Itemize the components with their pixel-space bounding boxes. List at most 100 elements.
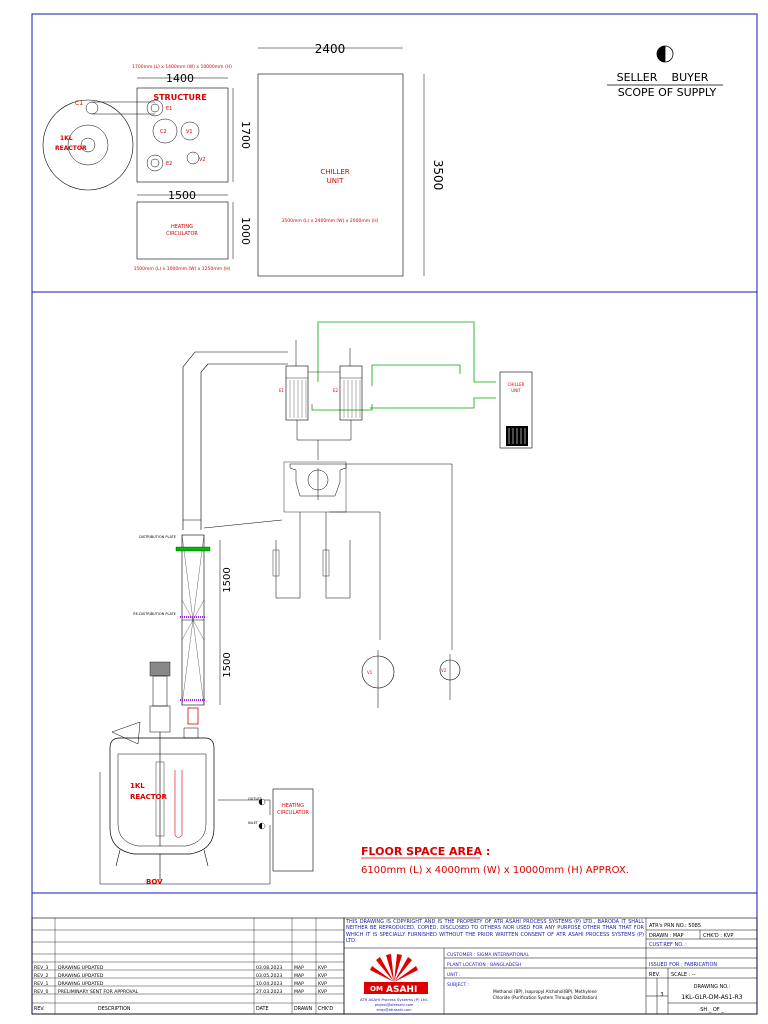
company-logo: OM ASAHI bbox=[364, 954, 428, 995]
revision-cell: MAP bbox=[294, 965, 304, 971]
outlet-label: OUTLET bbox=[248, 797, 263, 801]
receivers: V1 V2 bbox=[361, 650, 461, 708]
rev-field: REV. bbox=[649, 972, 660, 978]
legend-scope: SCOPE OF SUPPLY bbox=[618, 86, 717, 99]
reflux-divider bbox=[272, 461, 453, 650]
v1-plan-label: V1 bbox=[186, 129, 193, 135]
chkd-field: CHK'D : KVP bbox=[703, 933, 733, 939]
revision-cell: REV_0 bbox=[34, 989, 49, 995]
revision-cell: KVP bbox=[318, 965, 327, 971]
structure-label: STRUCTURE bbox=[153, 93, 206, 102]
revision-cell: KVP bbox=[318, 973, 327, 979]
chiller-plan-label-1: CHILLER bbox=[320, 168, 349, 176]
revision-cell: DRAWING UPDATED bbox=[58, 973, 104, 979]
heating-dims-text: 1500mm (L) x 1000mm (W) x 1250mm (H) bbox=[134, 266, 231, 272]
reactor-label-1: 1KL bbox=[130, 782, 145, 790]
subject-line-2: Chloride (Purification System Through Di… bbox=[493, 995, 598, 1000]
legend-buyer: BUYER bbox=[672, 71, 709, 84]
floor-space-dims: 6100mm (L) x 4000mm (W) x 10000mm (H) AP… bbox=[361, 865, 629, 876]
seller-half-icon bbox=[657, 46, 665, 62]
reactor-plan-label-2: REACTOR bbox=[55, 145, 87, 152]
revision-cell: DRAWING UPDATED bbox=[58, 965, 104, 971]
revision-header: DESCRIPTION bbox=[98, 1006, 131, 1012]
revision-cell: MAP bbox=[294, 981, 304, 987]
heating-circulator-plan: 1500 HEATING CIRCULATOR 1000 1500mm (L) … bbox=[134, 189, 252, 272]
vapor-column: DISTRIBUTION PLATE RE-DISTRIBUTION PLATE… bbox=[133, 351, 288, 725]
heating-unit-label-1: HEATING bbox=[282, 803, 304, 809]
e2-label: E2 bbox=[333, 388, 339, 393]
chiller-unit-plan: 2400 CHILLER UNIT 3500mm (L) x 2400mm (W… bbox=[257, 42, 445, 277]
structure-layout: 1700mm (L) x 1400mm (W) x 10000mm (H) 14… bbox=[42, 64, 252, 191]
logo-name: ASAHI bbox=[386, 985, 417, 995]
copyright-notice: THIS DRAWING IS COPYRIGHT AND IS THE PRO… bbox=[346, 919, 644, 945]
chiller-dims-text: 3500mm (L) x 2400mm (W) x 2000mm (H) bbox=[282, 218, 379, 224]
chiller-height-dim: 3500 bbox=[431, 160, 445, 191]
chiller-label-1: CHILLER bbox=[508, 382, 525, 387]
subject-line-1: Methanol (BP), Isopropyl Alchohol(BP), M… bbox=[493, 989, 597, 994]
sheet-border bbox=[31, 13, 758, 1015]
structure-dims-text: 1700mm (L) x 1400mm (W) x 10000mm (H) bbox=[132, 64, 232, 70]
e1-plan-label: E1 bbox=[166, 106, 172, 112]
inlet-label: INLET bbox=[248, 821, 259, 825]
column-dim-lower: 1500 bbox=[222, 652, 233, 677]
structure-width-dim: 1400 bbox=[166, 72, 194, 85]
legend-seller: SELLER bbox=[617, 71, 658, 84]
chiller-width-dim: 2400 bbox=[315, 42, 346, 56]
condensers: E1 E2 bbox=[279, 321, 496, 460]
chiller-label-2: UNIT bbox=[511, 388, 521, 393]
v1-label: V1 bbox=[367, 670, 373, 675]
revision-cell: DRAWING UPDATED bbox=[58, 981, 104, 987]
heating-circulator-unit: HEATING CIRCULATOR OUTLET INLET bbox=[248, 788, 314, 872]
revision-header: DRAWN bbox=[294, 1006, 313, 1012]
revision-cell: KVP bbox=[318, 989, 327, 995]
prn-field: ATR's PRN NO.: 5085 bbox=[649, 923, 701, 929]
heating-width-dim: 1500 bbox=[168, 189, 196, 202]
revision-cell: MAP bbox=[294, 973, 304, 979]
structure-height-dim: 1700 bbox=[239, 121, 252, 149]
column-dim-upper: 1500 bbox=[222, 567, 233, 592]
scope-legend: SELLER BUYER SCOPE OF SUPPLY bbox=[607, 45, 723, 99]
reactor-plan-circle bbox=[42, 99, 134, 191]
floor-space: FLOOR SPACE AREA : 6100mm (L) x 4000mm (… bbox=[361, 845, 629, 876]
revision-cell: PRELIMINARY SENT FOR APPROVAL bbox=[58, 989, 139, 995]
company-email: project@atrasahi.com bbox=[375, 1003, 414, 1007]
revision-header: REV. bbox=[34, 1006, 45, 1012]
drawing-no: 1KL-GLR-DM-AS1-R3 bbox=[681, 994, 742, 1001]
heating-plan-label-2: CIRCULATOR bbox=[166, 231, 198, 237]
bov-label: BOV bbox=[146, 878, 163, 886]
drawing-no-label: DRAWING NO.: bbox=[694, 984, 731, 990]
chiller-plan-label-2: UNIT bbox=[327, 177, 344, 185]
reactor-vessel: 1KL REACTOR BOV bbox=[99, 661, 271, 886]
sheet-field: SH _ OF _ bbox=[700, 1007, 724, 1013]
heating-plan-label-1: HEATING bbox=[171, 224, 193, 230]
plant-location-field: PLANT LOCATION : BANGLADESH bbox=[447, 962, 521, 968]
heating-height-dim: 1000 bbox=[239, 217, 252, 245]
floor-space-title: FLOOR SPACE AREA : bbox=[361, 845, 490, 858]
c2-plan-label: C2 bbox=[160, 129, 167, 135]
structure-outline bbox=[136, 87, 229, 183]
subject-field: SUBJECT : bbox=[447, 982, 469, 988]
revision-cell: 03.08.2023 bbox=[256, 965, 282, 971]
issued-for-field: ISSUED FOR : FABRICATION bbox=[649, 962, 717, 968]
heating-unit-label-2: CIRCULATOR bbox=[277, 810, 309, 816]
drawn-field: DRAWN : MAP bbox=[649, 933, 684, 939]
revision-cell: MAP bbox=[294, 989, 304, 995]
company-name: ATR ASAHI Process Systems (P) Ltd. bbox=[360, 997, 428, 1002]
logo-prefix: OM bbox=[370, 985, 383, 993]
revision-cell: REV_2 bbox=[34, 973, 49, 979]
v2-label: V2 bbox=[441, 668, 447, 673]
customer-field: CUSTOMER : SIGMA INTERNATIONAL bbox=[447, 952, 529, 958]
reactor-label-2: REACTOR bbox=[130, 793, 167, 801]
revision-header: DATE bbox=[256, 1006, 268, 1012]
unit-field: UNIT : bbox=[447, 972, 461, 978]
revision-cell: 27.03.2023 bbox=[256, 989, 282, 995]
revision-cell: KVP bbox=[318, 981, 327, 987]
e1-label: E1 bbox=[279, 388, 285, 393]
c1-label: C1 bbox=[75, 100, 83, 107]
title-block: THIS DRAWING IS COPYRIGHT AND IS THE PRO… bbox=[343, 917, 758, 1015]
revision-cell: REV_1 bbox=[34, 981, 49, 987]
revision-cell: 10.04.2023 bbox=[256, 981, 282, 987]
cust-ref-field: CUST.REF NO. : bbox=[649, 942, 687, 948]
